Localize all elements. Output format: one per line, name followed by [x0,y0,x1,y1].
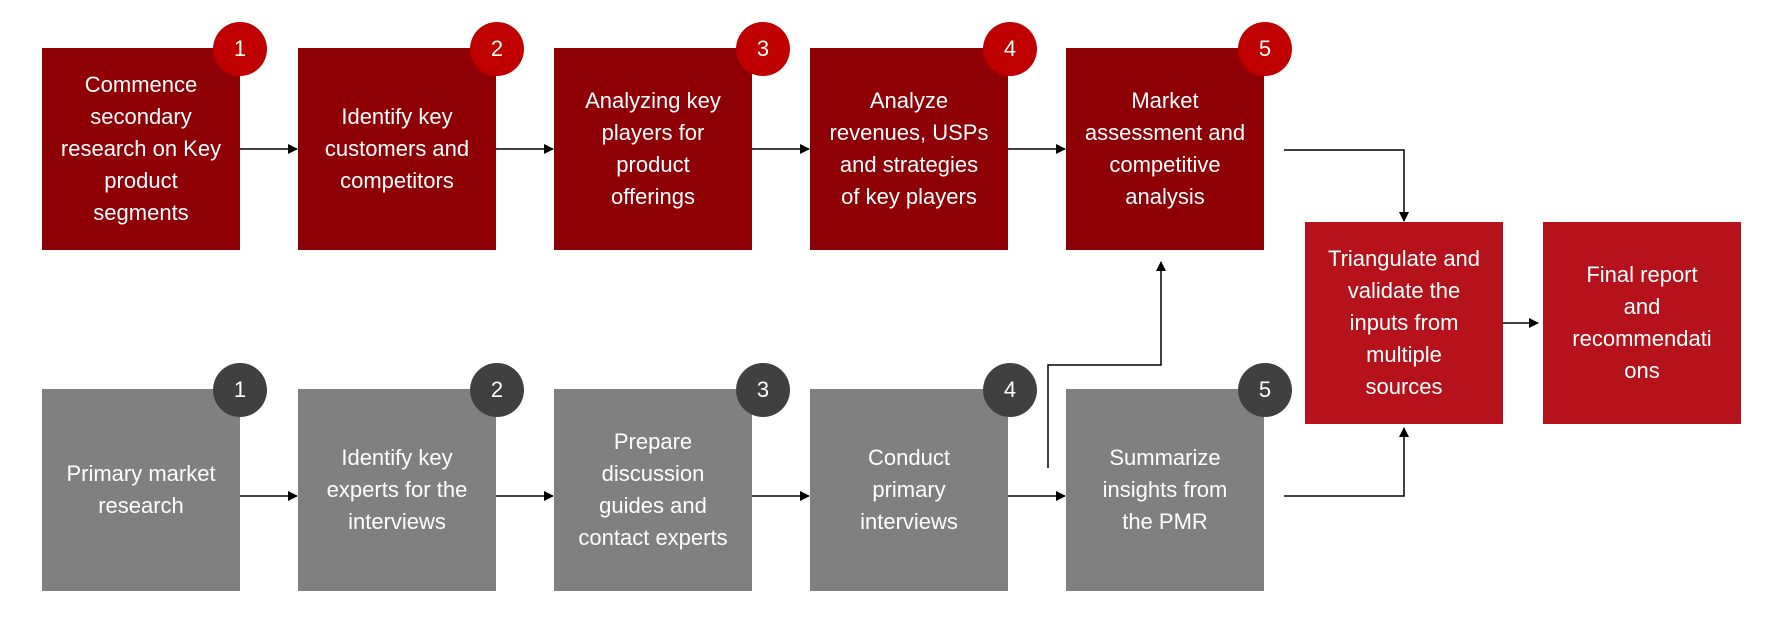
primary-step-1-box: Primary market research [42,389,240,591]
primary-step-2-box: Identify key experts for the interviews [298,389,496,591]
triangulate-box: Triangulate and validate the inputs from… [1305,222,1503,424]
arrow-r5-triangulate [1284,149,1409,222]
research-step-5-box: Market assessment and competitive analys… [1066,48,1264,250]
primary-step-4-badge: 4 [983,363,1037,417]
primary-step-4-box: Conduct primary interviews [810,389,1008,591]
research-step-3-badge: 3 [736,22,790,76]
research-step-4-box: Analyze revenues, USPs and strategies of… [810,48,1008,250]
research-step-5-badge: 5 [1238,22,1292,76]
primary-step-5-box: Summarize insights from the PMR [1066,389,1264,591]
primary-step-5-badge: 5 [1238,363,1292,417]
research-step-1-badge: 1 [213,22,267,76]
research-step-4-badge: 4 [983,22,1037,76]
primary-step-3-badge: 3 [736,363,790,417]
arrow-p4-to-r5 [1047,261,1166,468]
primary-step-3-box: Prepare discussion guides and contact ex… [554,389,752,591]
research-step-1-box: Commence secondary research on Key produ… [42,48,240,250]
research-step-2-box: Identify key customers and competitors [298,48,496,250]
final-report-box: Final report and recommendati ons [1543,222,1741,424]
research-step-2-badge: 2 [470,22,524,76]
primary-step-1-badge: 1 [213,363,267,417]
arrow-p5-triangulate [1284,427,1409,497]
primary-step-2-badge: 2 [470,363,524,417]
research-step-3-box: Analyzing key players for product offeri… [554,48,752,250]
